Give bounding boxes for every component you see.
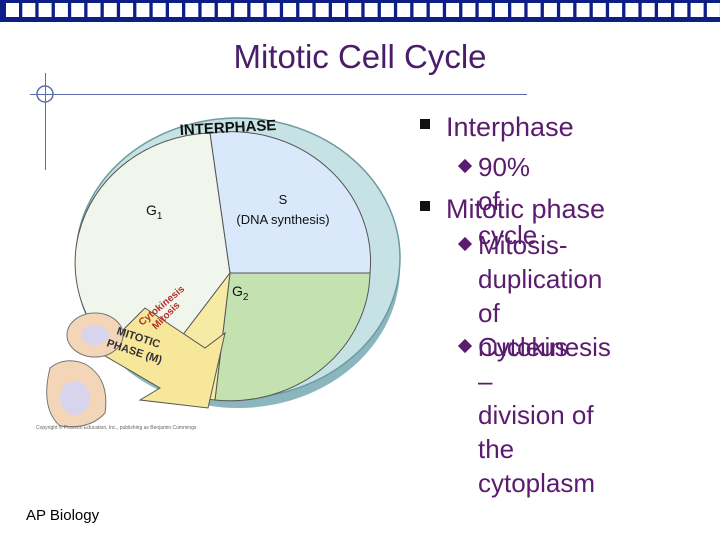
top-bar-square bbox=[152, 3, 166, 17]
top-bar-square bbox=[136, 3, 150, 17]
top-bar-square bbox=[299, 3, 313, 17]
slide-title: Mitotic Cell Cycle bbox=[233, 38, 487, 75]
g1-label: G1 bbox=[146, 202, 163, 222]
top-bar-square bbox=[429, 3, 443, 17]
crosshair-icon bbox=[36, 85, 54, 103]
top-bar-square bbox=[22, 3, 36, 17]
side-rule bbox=[45, 73, 46, 170]
top-bar-square bbox=[169, 3, 182, 17]
top-bar-square bbox=[380, 3, 394, 17]
top-bar-square bbox=[266, 3, 280, 17]
g2-label: G2 bbox=[232, 283, 249, 303]
ring-label: INTERPHASE bbox=[179, 117, 276, 139]
top-bar-square bbox=[478, 3, 492, 17]
diamond-bullet-icon bbox=[457, 338, 473, 354]
cell-cycle-diagram: INTERPHASE G1 S (DNA synthesis) G2 Cytok… bbox=[46, 117, 401, 428]
top-bar-square bbox=[462, 3, 476, 17]
title-rule bbox=[30, 94, 527, 95]
top-bar-square bbox=[674, 3, 688, 17]
top-bar-square bbox=[217, 3, 231, 17]
top-bar-square bbox=[364, 3, 378, 17]
top-bar-square bbox=[690, 3, 704, 17]
top-bar-squares bbox=[6, 3, 720, 17]
top-bar-square bbox=[71, 3, 85, 17]
top-bar-square bbox=[413, 3, 427, 17]
bullet-marker bbox=[420, 119, 430, 129]
top-bar-square bbox=[625, 3, 639, 17]
top-bar-square bbox=[315, 3, 329, 17]
top-bar-square bbox=[38, 3, 52, 17]
top-bar-square bbox=[543, 3, 557, 17]
bullet-marker bbox=[420, 201, 430, 211]
top-bar-square bbox=[706, 3, 720, 17]
top-bar-square bbox=[283, 3, 297, 17]
top-bar-square bbox=[592, 3, 606, 17]
diamond-bullet-icon bbox=[457, 158, 473, 174]
top-bar-square bbox=[527, 3, 541, 17]
g2-sector bbox=[214, 272, 371, 402]
top-bar-square bbox=[332, 3, 345, 17]
top-bar-square bbox=[201, 3, 215, 17]
top-bar-square bbox=[446, 3, 460, 17]
diamond-bullet-icon bbox=[457, 236, 473, 252]
mitotic-phase-arrow bbox=[99, 307, 226, 409]
top-bar-square bbox=[6, 3, 19, 17]
top-bar-square bbox=[120, 3, 134, 17]
top-bar-square bbox=[87, 3, 101, 17]
top-bar-square bbox=[103, 3, 117, 17]
top-bar-square bbox=[511, 3, 525, 17]
cell-image-2 bbox=[46, 360, 107, 428]
s-sector bbox=[209, 131, 372, 274]
footer-label: AP Biology bbox=[26, 507, 100, 524]
top-bar-square bbox=[609, 3, 623, 17]
top-bar-square bbox=[348, 3, 362, 17]
top-bar-square bbox=[658, 3, 671, 17]
top-bar-square bbox=[250, 3, 264, 17]
top-bar-square bbox=[641, 3, 655, 17]
cell-image-1 bbox=[66, 312, 124, 358]
top-bar-square bbox=[234, 3, 248, 17]
top-bar-square bbox=[576, 3, 590, 17]
s-label: S bbox=[279, 192, 288, 207]
top-bar-square bbox=[185, 3, 199, 17]
copyright-text: Copyright © Pearson Education, Inc., pub… bbox=[36, 425, 197, 431]
top-bar-square bbox=[560, 3, 574, 17]
top-bar-square bbox=[397, 3, 411, 17]
top-bar-square bbox=[54, 3, 68, 17]
s-sub-label: (DNA synthesis) bbox=[236, 212, 329, 227]
top-bar-square bbox=[495, 3, 508, 17]
